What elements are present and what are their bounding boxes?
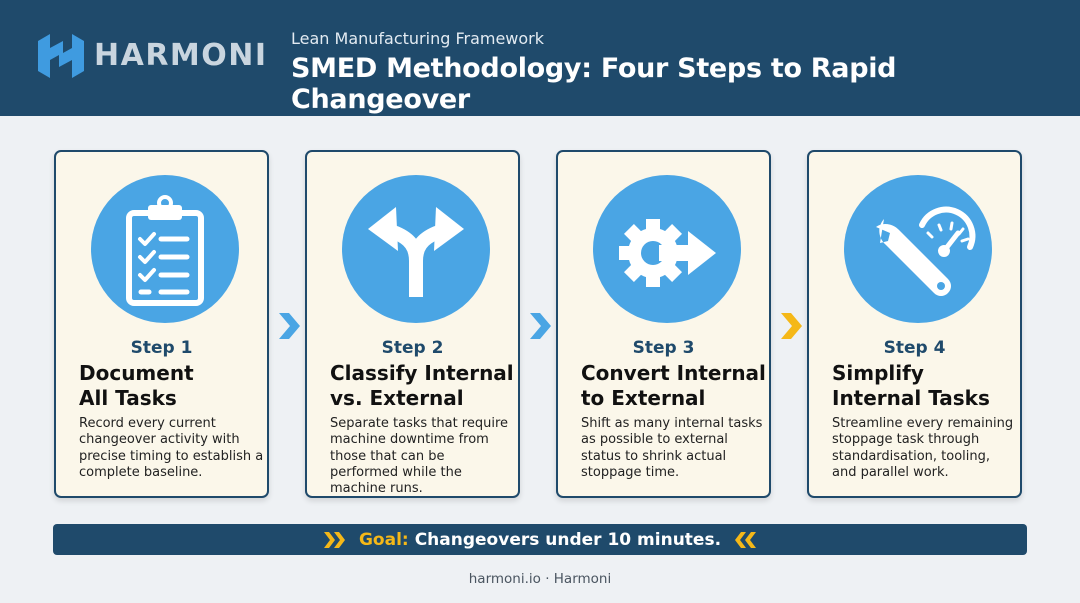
harmoni-logo-icon (38, 34, 84, 78)
step-3-icon-circle (593, 175, 741, 323)
step-title-line-2: vs. External (330, 386, 464, 410)
step-card-3: Step 3 Convert Internal to External Shif… (556, 150, 771, 498)
step-title-line-1: Convert Internal (581, 361, 766, 385)
step-title: Convert Internal to External (581, 361, 766, 411)
footer-credit: harmoni.io · Harmoni (468, 571, 612, 587)
step-title: Document All Tasks (79, 361, 264, 411)
step-number: Step 3 (632, 338, 695, 358)
step-description: Shift as many internal tasks as possible… (581, 416, 763, 480)
step-description: Streamline every remaining stoppage task… (832, 416, 1014, 480)
step-1-icon-circle (91, 175, 239, 323)
clipboard-checklist-icon (126, 195, 204, 306)
wrench-gauge-icon (876, 206, 976, 296)
step-title-line-2: to External (581, 386, 706, 410)
step-description: Record every current changeover activity… (79, 416, 264, 480)
page-title: SMED Methodology: Four Steps to Rapid Ch… (291, 53, 897, 115)
goal-banner: Goal: Changeovers under 10 minutes. (53, 524, 1027, 555)
step-description: Separate tasks that require machine down… (330, 416, 509, 497)
chevron-right-icon (781, 313, 802, 339)
step-number: Step 4 (883, 338, 946, 358)
split-arrows-icon (368, 207, 464, 297)
step-title-line-1: Simplify (832, 361, 924, 385)
page-kicker: Lean Manufacturing Framework (291, 29, 545, 48)
step-card-4: Step 4 Simplify Internal Tasks Streamlin… (807, 150, 1022, 498)
step-number: Step 1 (130, 338, 193, 358)
goal-label: Goal: (358, 529, 409, 550)
step-title-line-1: Document (79, 361, 194, 385)
double-chevron-right-icon (323, 531, 345, 548)
brand-name: HARMONI (94, 38, 268, 73)
step-number: Step 2 (381, 338, 444, 358)
double-chevron-left-icon (735, 531, 757, 548)
step-4-icon-circle (844, 175, 992, 323)
step-card-1: Step 1 Document All Tasks Record every c… (54, 150, 269, 498)
step-title: Simplify Internal Tasks (832, 361, 1017, 411)
step-title-line-1: Classify Internal (330, 361, 514, 385)
header-banner: HARMONI Lean Manufacturing Framework SME… (0, 0, 1080, 116)
step-2-icon-circle (342, 175, 490, 323)
step-card-2: Step 2 Classify Internal vs. External Se… (305, 150, 520, 498)
goal-text: Changeovers under 10 minutes. (414, 529, 722, 550)
step-title-line-2: All Tasks (79, 386, 177, 410)
chevron-right-icon (279, 313, 300, 339)
chevron-right-icon (530, 313, 551, 339)
gear-arrow-icon (619, 219, 716, 287)
step-title: Classify Internal vs. External (330, 361, 515, 411)
step-title-line-2: Internal Tasks (832, 386, 990, 410)
